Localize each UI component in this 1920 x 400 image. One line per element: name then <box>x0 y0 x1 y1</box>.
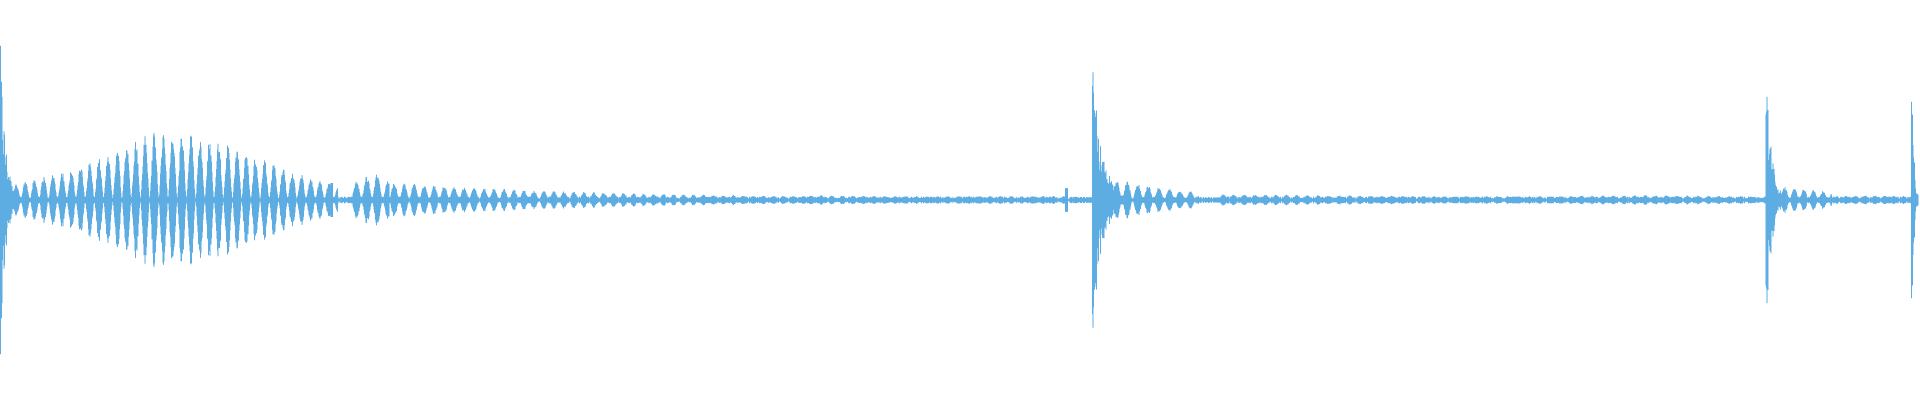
waveform-trace <box>0 45 1919 355</box>
